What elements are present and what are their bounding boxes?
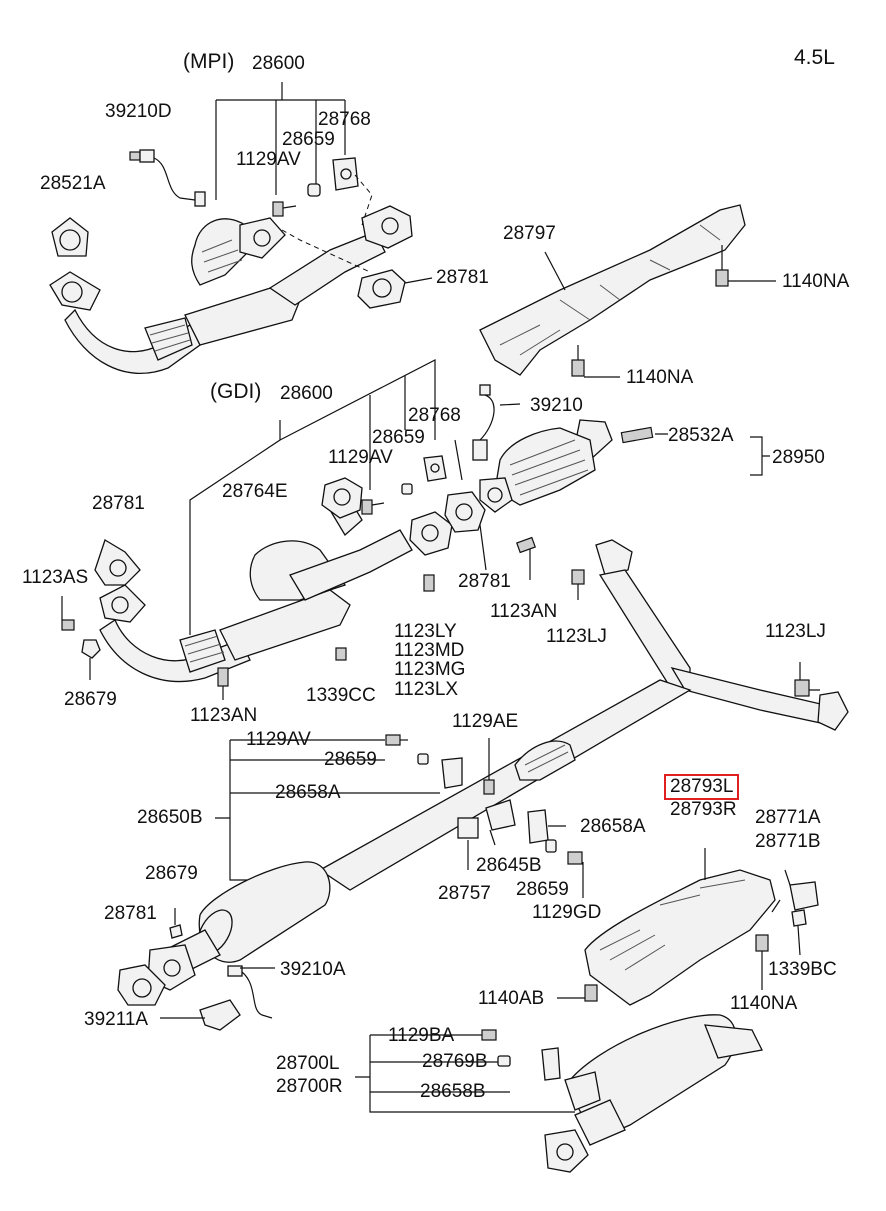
part-label-1123AN-b: 1123AN (190, 705, 258, 726)
part-label-1129AV-gdi: 1129AV (328, 447, 393, 468)
part-label-28793R: 28793R (670, 799, 737, 820)
oxygen-sensor-39210 (472, 384, 521, 461)
part-label-28659-c: 28659 (324, 749, 377, 770)
part-label-1129AE: 1129AE (452, 711, 519, 732)
part-label-39211A: 39211A (84, 1009, 149, 1030)
part-label-28679-c: 28679 (145, 863, 198, 884)
part-label-1140AB: 1140AB (478, 988, 545, 1009)
engine-variant-label: 4.5L (794, 46, 835, 69)
heat-shield-28793 (557, 848, 819, 1006)
center-pipe (318, 539, 849, 891)
part-label-28793L-highlighted: 28793L (664, 774, 740, 800)
part-label-28757: 28757 (438, 883, 491, 904)
gdi-center-parts (321, 455, 453, 592)
part-label-1123LX: 1123LX (394, 679, 459, 700)
heat-shield-28797 (479, 204, 776, 378)
part-label-1140NA-c: 1140NA (730, 993, 798, 1014)
part-label-39210D: 39210D (105, 101, 172, 122)
part-label-28950: 28950 (772, 447, 825, 468)
part-label-28769B: 28769B (422, 1051, 488, 1072)
part-label-28679-gdi: 28679 (64, 689, 117, 710)
part-label-28797: 28797 (503, 223, 556, 244)
part-label-28768-mpi: 28768 (318, 109, 371, 130)
part-label-1123LY: 1123LY (394, 621, 457, 642)
rear-muffler (355, 1014, 763, 1173)
part-label-28521A: 28521A (40, 173, 106, 194)
part-label-28781-gdi-mid: 28781 (458, 571, 511, 592)
part-label-1129BA: 1129BA (388, 1025, 455, 1046)
mpi-front-pipe (49, 205, 413, 374)
part-label-28768-gdi: 28768 (408, 405, 461, 426)
front-muffler (117, 861, 331, 1031)
center-bracket-lines (215, 739, 440, 881)
part-label-28764E: 28764E (222, 481, 288, 502)
part-label-28781-mpi: 28781 (436, 267, 489, 288)
part-label-1123MD: 1123MD (394, 640, 465, 661)
part-label-28600-gdi: 28600 (280, 383, 333, 404)
part-label-1140NA-b: 1140NA (626, 367, 694, 388)
part-label-1123LJ-a: 1123LJ (546, 626, 607, 647)
part-label-28781-c: 28781 (104, 903, 157, 924)
gdi-group-label: (GDI) (210, 380, 262, 403)
part-label-28659-b: 28659 (516, 879, 569, 900)
mpi-group-label: (MPI) (183, 50, 235, 73)
part-label-28532A: 28532A (668, 425, 734, 446)
part-label-28700L: 28700L (276, 1053, 340, 1074)
mpi-fasteners (272, 157, 373, 273)
part-label-28771B: 28771B (755, 831, 821, 852)
part-label-28659-mpi: 28659 (282, 129, 335, 150)
part-label-1123LJ-b: 1123LJ (765, 621, 826, 642)
mpi-group-bracket (215, 82, 346, 200)
hangers-and-clips (385, 734, 584, 898)
part-label-1129GD: 1129GD (532, 902, 602, 923)
oxygen-sensor-39210D (129, 149, 206, 207)
part-label-1123AS: 1123AS (22, 567, 89, 588)
part-label-1129AV-c: 1129AV (246, 729, 311, 750)
part-label-28658B: 28658B (420, 1081, 486, 1102)
part-label-28781-gdi-left: 28781 (92, 493, 145, 514)
gasket-28781-mpi (357, 269, 433, 309)
part-label-1140NA-a: 1140NA (782, 271, 850, 292)
part-label-39210A: 39210A (280, 959, 346, 980)
part-label-1123MG: 1123MG (394, 659, 466, 680)
part-label-39210: 39210 (530, 395, 583, 416)
part-label-28771A: 28771A (755, 807, 821, 828)
part-label-28658A-b: 28658A (580, 816, 646, 837)
part-label-28600-mpi: 28600 (252, 53, 305, 74)
catalytic-converter-28950 (444, 419, 770, 571)
part-label-1129AV-mpi: 1129AV (236, 149, 301, 170)
part-label-1123AN-a: 1123AN (490, 601, 558, 622)
gdi-group-bracket (189, 359, 436, 635)
part-label-28650B: 28650B (137, 807, 203, 828)
gdi-front-pipe (94, 499, 413, 683)
part-label-28659-gdi: 28659 (372, 427, 425, 448)
part-label-28658A-a: 28658A (275, 782, 341, 803)
gdi-bolts (61, 536, 585, 700)
gasket-28521A (51, 217, 89, 257)
part-label-1339CC: 1339CC (306, 685, 376, 706)
part-label-28645B: 28645B (476, 855, 542, 876)
part-label-1339BC: 1339BC (768, 959, 837, 980)
part-label-28700R: 28700R (276, 1076, 343, 1097)
